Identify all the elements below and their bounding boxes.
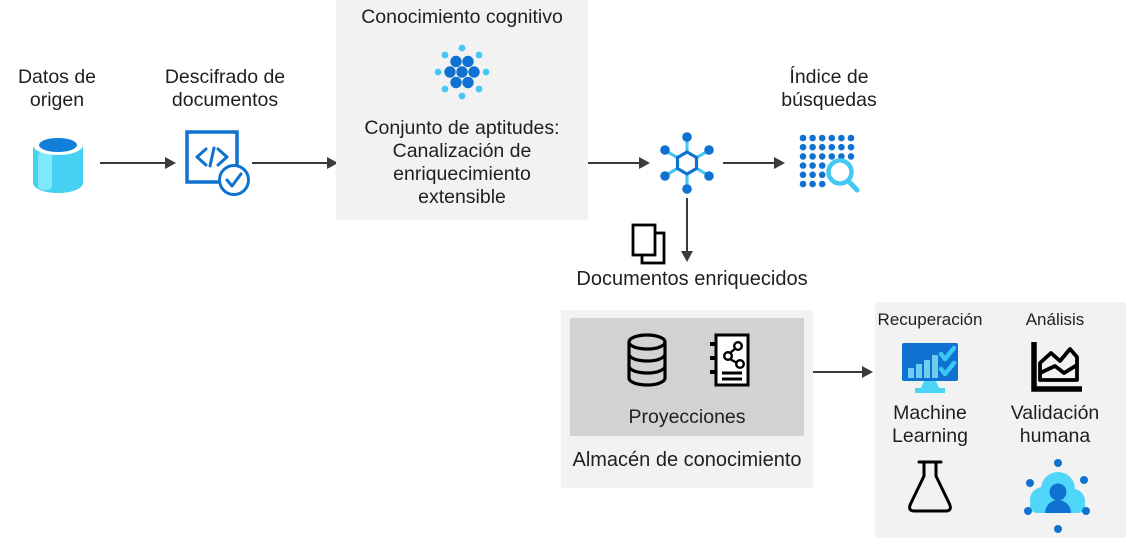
skillset-description: Conjunto de aptitudes: Canalización de e… xyxy=(364,117,560,208)
machine-learning-label: Machine Learning xyxy=(892,402,968,447)
consumption-box: Recuperación Análisis Machine Le xyxy=(875,302,1126,538)
knowledge-store-box: Proyecciones Almacén de conocimiento xyxy=(561,310,813,488)
arrow-node-to-enriched xyxy=(681,198,693,262)
enriched-documents-label: Documentos enriquecidos xyxy=(576,268,808,290)
cognitive-skills-dots-icon xyxy=(434,44,490,100)
arrow-skills-to-node xyxy=(588,157,650,169)
human-cloud-icon xyxy=(1024,459,1090,533)
document-cracking-label: Descifrado de documentos xyxy=(164,66,286,111)
analysis-header: Análisis xyxy=(1025,310,1085,329)
human-validation-label: Validación humana xyxy=(1010,402,1100,447)
code-check-icon xyxy=(185,130,250,196)
documents-icon xyxy=(631,223,666,265)
projections-notebook-icon xyxy=(710,333,750,387)
search-index-grid-icon xyxy=(799,134,860,193)
search-index-label: Índice de búsquedas xyxy=(781,66,877,111)
cognitive-skills-box: Conocimiento cognitivo Conjunto de aptit… xyxy=(336,0,588,220)
projections-label: Proyecciones xyxy=(628,406,746,428)
arrow-source-to-cracking xyxy=(100,157,176,169)
knowledge-store-label: Almacén de conocimiento xyxy=(572,449,802,471)
experiment-flask-icon xyxy=(908,460,952,513)
ml-dashboard-icon xyxy=(902,343,958,393)
arrow-cracking-to-skills xyxy=(252,157,338,169)
source-database-icon xyxy=(33,135,83,193)
arrow-node-to-index xyxy=(723,157,785,169)
projections-box: Proyecciones xyxy=(570,318,804,436)
node-graph-icon xyxy=(660,132,714,194)
arrow-store-to-consumption xyxy=(813,366,873,378)
retrieval-header: Recuperación xyxy=(877,310,983,329)
source-data-label: Datos de origen xyxy=(17,66,97,111)
area-chart-icon xyxy=(1031,342,1082,392)
cognitive-skills-title: Conocimiento cognitivo xyxy=(361,6,563,28)
datastore-icon xyxy=(627,333,667,387)
